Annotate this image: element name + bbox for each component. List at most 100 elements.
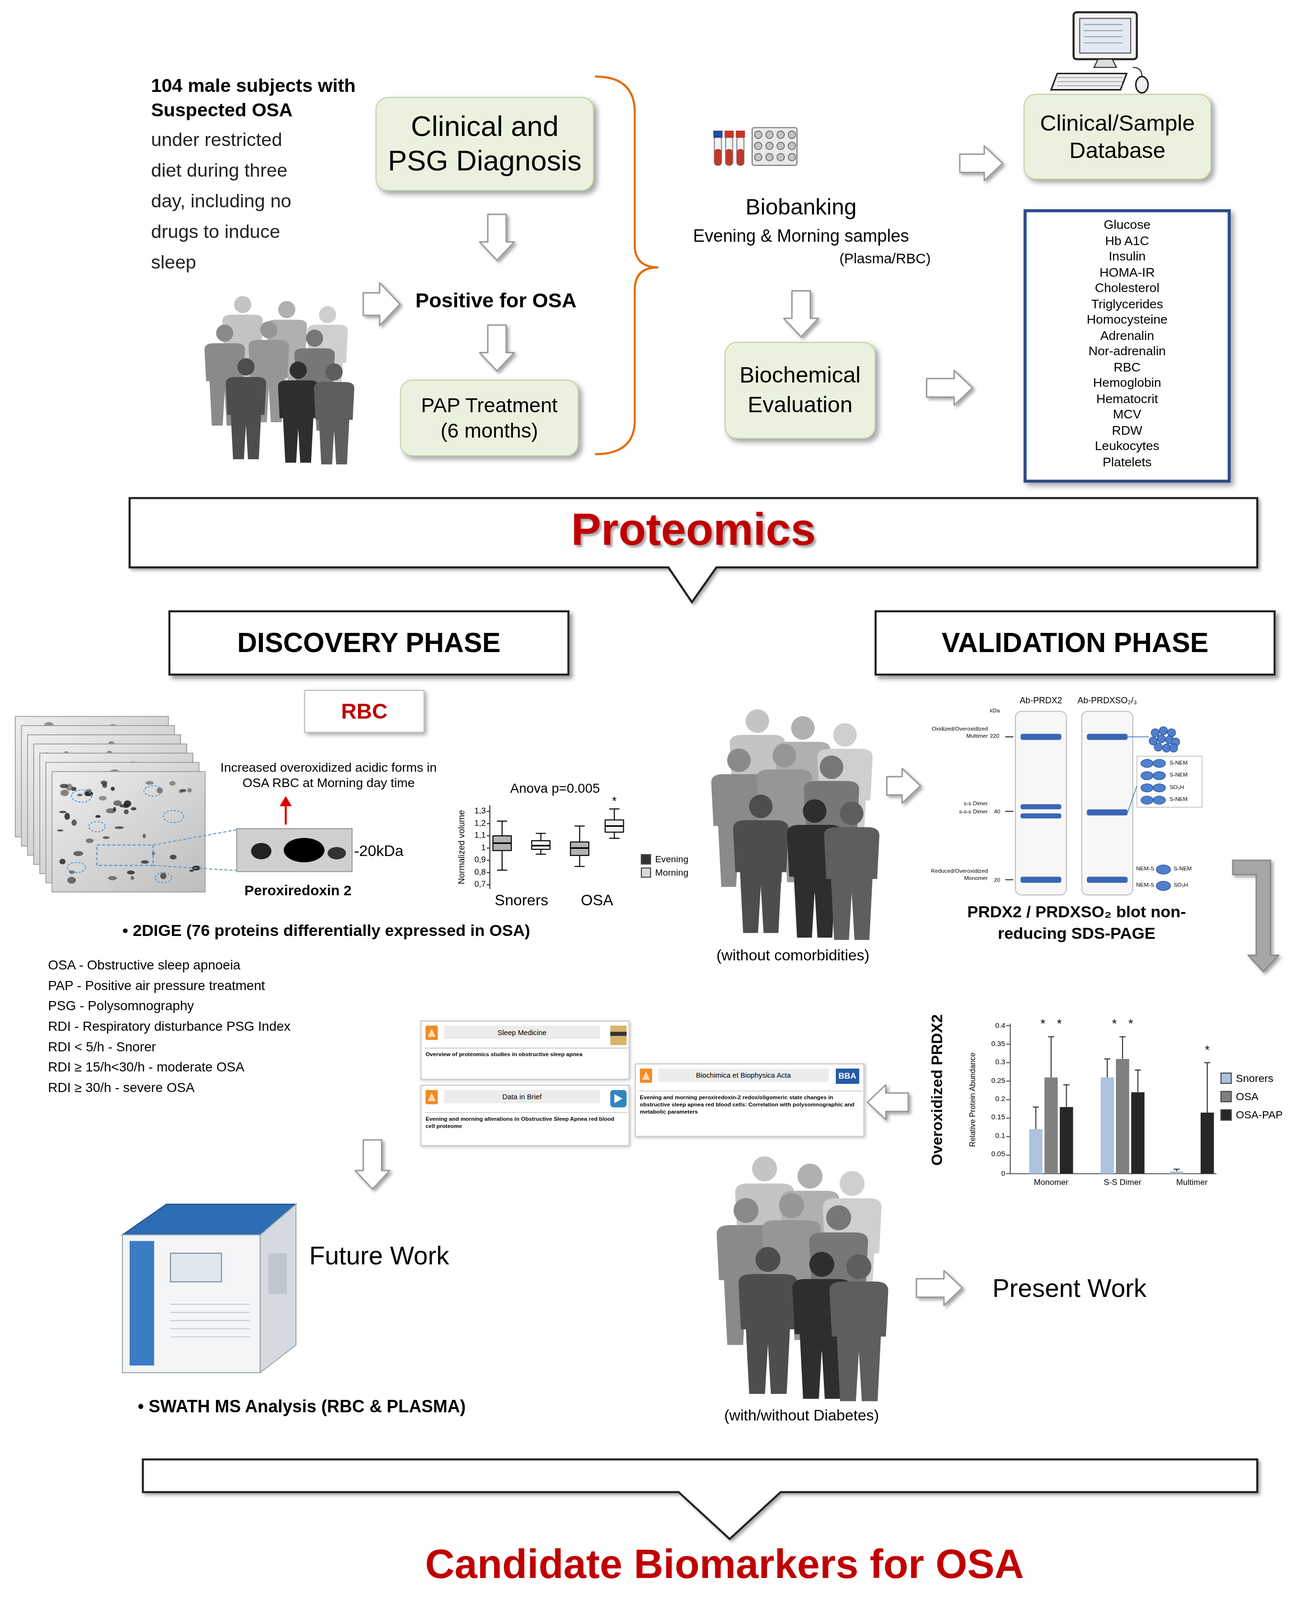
node-subtext: RBC — [1030, 359, 1224, 376]
legend-text: Morning — [655, 867, 689, 878]
gel-zoom — [327, 846, 346, 860]
western-blot — [1005, 736, 1014, 738]
bar-chart — [1122, 1036, 1124, 1059]
sample-tubes-icon — [735, 130, 745, 138]
significance-mark: * — [1053, 1016, 1066, 1032]
axis-tick: 1,1 — [467, 830, 486, 841]
gel-zoom — [236, 828, 353, 872]
band-label: Reduced/Overoxidized Monomer — [924, 867, 988, 881]
sample-tubes-icon — [714, 136, 722, 166]
bar-chart — [1173, 1168, 1180, 1170]
group-label: OSA — [571, 890, 623, 910]
sample-tubes-icon — [776, 131, 785, 139]
bar-chart — [1206, 1062, 1208, 1113]
axis-tick: 1,2 — [467, 818, 486, 829]
paper-thumbnail — [638, 1090, 863, 1092]
box-plot — [486, 859, 490, 861]
node-text: PRDX2 / PRDXSO₂ blot non-reducing SDS-PA… — [944, 901, 1210, 945]
blot-figure: PRDX2 / PRDXSO₂ blot non-reducing SDS-PA… — [923, 691, 1230, 960]
sample-tubes-icon — [788, 142, 796, 150]
bar-chart — [1047, 1035, 1055, 1037]
sample-tubes-icon — [788, 153, 796, 161]
box-plot — [531, 840, 551, 850]
axis-tick: 20 — [993, 876, 1001, 884]
block-arrow — [479, 325, 515, 372]
node-subtext: Nor-adrenalin — [1030, 343, 1224, 360]
legend-text: OSA — [1235, 1090, 1259, 1103]
legend-text: OSA-PAP — [1235, 1108, 1283, 1121]
instrument — [170, 1253, 222, 1283]
paper-thumbnail — [640, 1068, 653, 1083]
computer-icon — [1083, 36, 1123, 38]
subject-group — [237, 358, 255, 376]
western-blot — [1153, 783, 1166, 792]
node-figure — [702, 709, 884, 970]
gel-image — [130, 876, 135, 880]
abbreviation: PSG - Polysomnography — [47, 998, 194, 1014]
curly-bracket — [595, 76, 659, 455]
parameter-list: GlucoseHb A1CInsulinHOMA-IRCholesterolTr… — [1023, 209, 1231, 483]
legend-swatch — [1220, 1071, 1232, 1083]
legend-item: Morning — [641, 867, 689, 878]
axis-tick: 0.1 — [981, 1132, 1006, 1141]
cohort: (without comorbidities) — [702, 709, 884, 970]
subject-group — [289, 361, 307, 379]
bar-chart — [1170, 1171, 1184, 1174]
cohort — [752, 1156, 777, 1182]
red-arrow — [279, 796, 293, 807]
chemical-label: S-NEM — [1173, 865, 1192, 873]
western-blot — [1020, 813, 1062, 819]
section-band: Proteomics — [129, 497, 1258, 602]
box-plot — [531, 844, 551, 847]
sample-tubes-icon — [714, 148, 722, 166]
western-blot — [1086, 809, 1128, 816]
cohort — [832, 722, 857, 747]
red-arrow — [284, 804, 287, 825]
western-blot — [1005, 711, 1203, 896]
box-plot — [486, 847, 490, 849]
gel-zoom — [236, 828, 353, 872]
node-text: • 2DIGE (76 proteins differentially expr… — [122, 920, 643, 942]
block-arrow — [363, 282, 401, 326]
block-arrow — [355, 1139, 390, 1189]
bar-chart — [1006, 1136, 1011, 1137]
bar-chart — [1200, 1112, 1215, 1174]
box-plot — [493, 842, 512, 844]
legend-text: Evening — [655, 854, 689, 865]
subject-group — [234, 295, 252, 314]
bar-chart — [1115, 1058, 1130, 1174]
node-subtext: Platelets — [1030, 454, 1224, 471]
node-subtext: Homocysteine — [1030, 312, 1224, 328]
node-text: • SWATH MS Analysis (RBC & PLASMA) — [137, 1395, 567, 1419]
cohort — [797, 1163, 823, 1189]
significance-mark: * — [1201, 1043, 1214, 1058]
paper-thumbnail — [425, 1025, 439, 1040]
gel-image — [60, 789, 69, 797]
bar-chart — [1063, 1084, 1070, 1086]
bar-chart — [1006, 1117, 1011, 1119]
node-subtext: Triglycerides — [1030, 296, 1224, 313]
cohort — [711, 709, 880, 941]
process-box: Clinical and PSG Diagnosis — [375, 97, 594, 192]
cohort — [778, 1192, 804, 1218]
block-arrow — [916, 1270, 963, 1306]
significance-mark: * — [607, 793, 621, 809]
sample-tubes-icon — [725, 136, 733, 166]
cohort — [738, 1273, 798, 1394]
instrument — [170, 1336, 250, 1338]
node-subtext: Adrenalin — [1030, 327, 1224, 344]
subject-group — [204, 295, 355, 465]
node-text: PAP Treatment (6 months) — [411, 392, 567, 444]
cohort — [716, 1156, 889, 1402]
axis-tick: 0,9 — [467, 855, 486, 865]
sample-tubes-icon — [776, 153, 785, 161]
node-subtext: HOMA-IR — [1030, 264, 1224, 281]
gel-image — [73, 850, 84, 856]
bar-chart — [1032, 1106, 1039, 1108]
bar-chart — [1137, 1069, 1139, 1092]
instrument — [170, 1319, 250, 1321]
box-plot — [486, 884, 490, 886]
axis-tick: 220 — [990, 732, 1000, 740]
section-band — [142, 1459, 1258, 1539]
gel-image — [126, 870, 135, 875]
